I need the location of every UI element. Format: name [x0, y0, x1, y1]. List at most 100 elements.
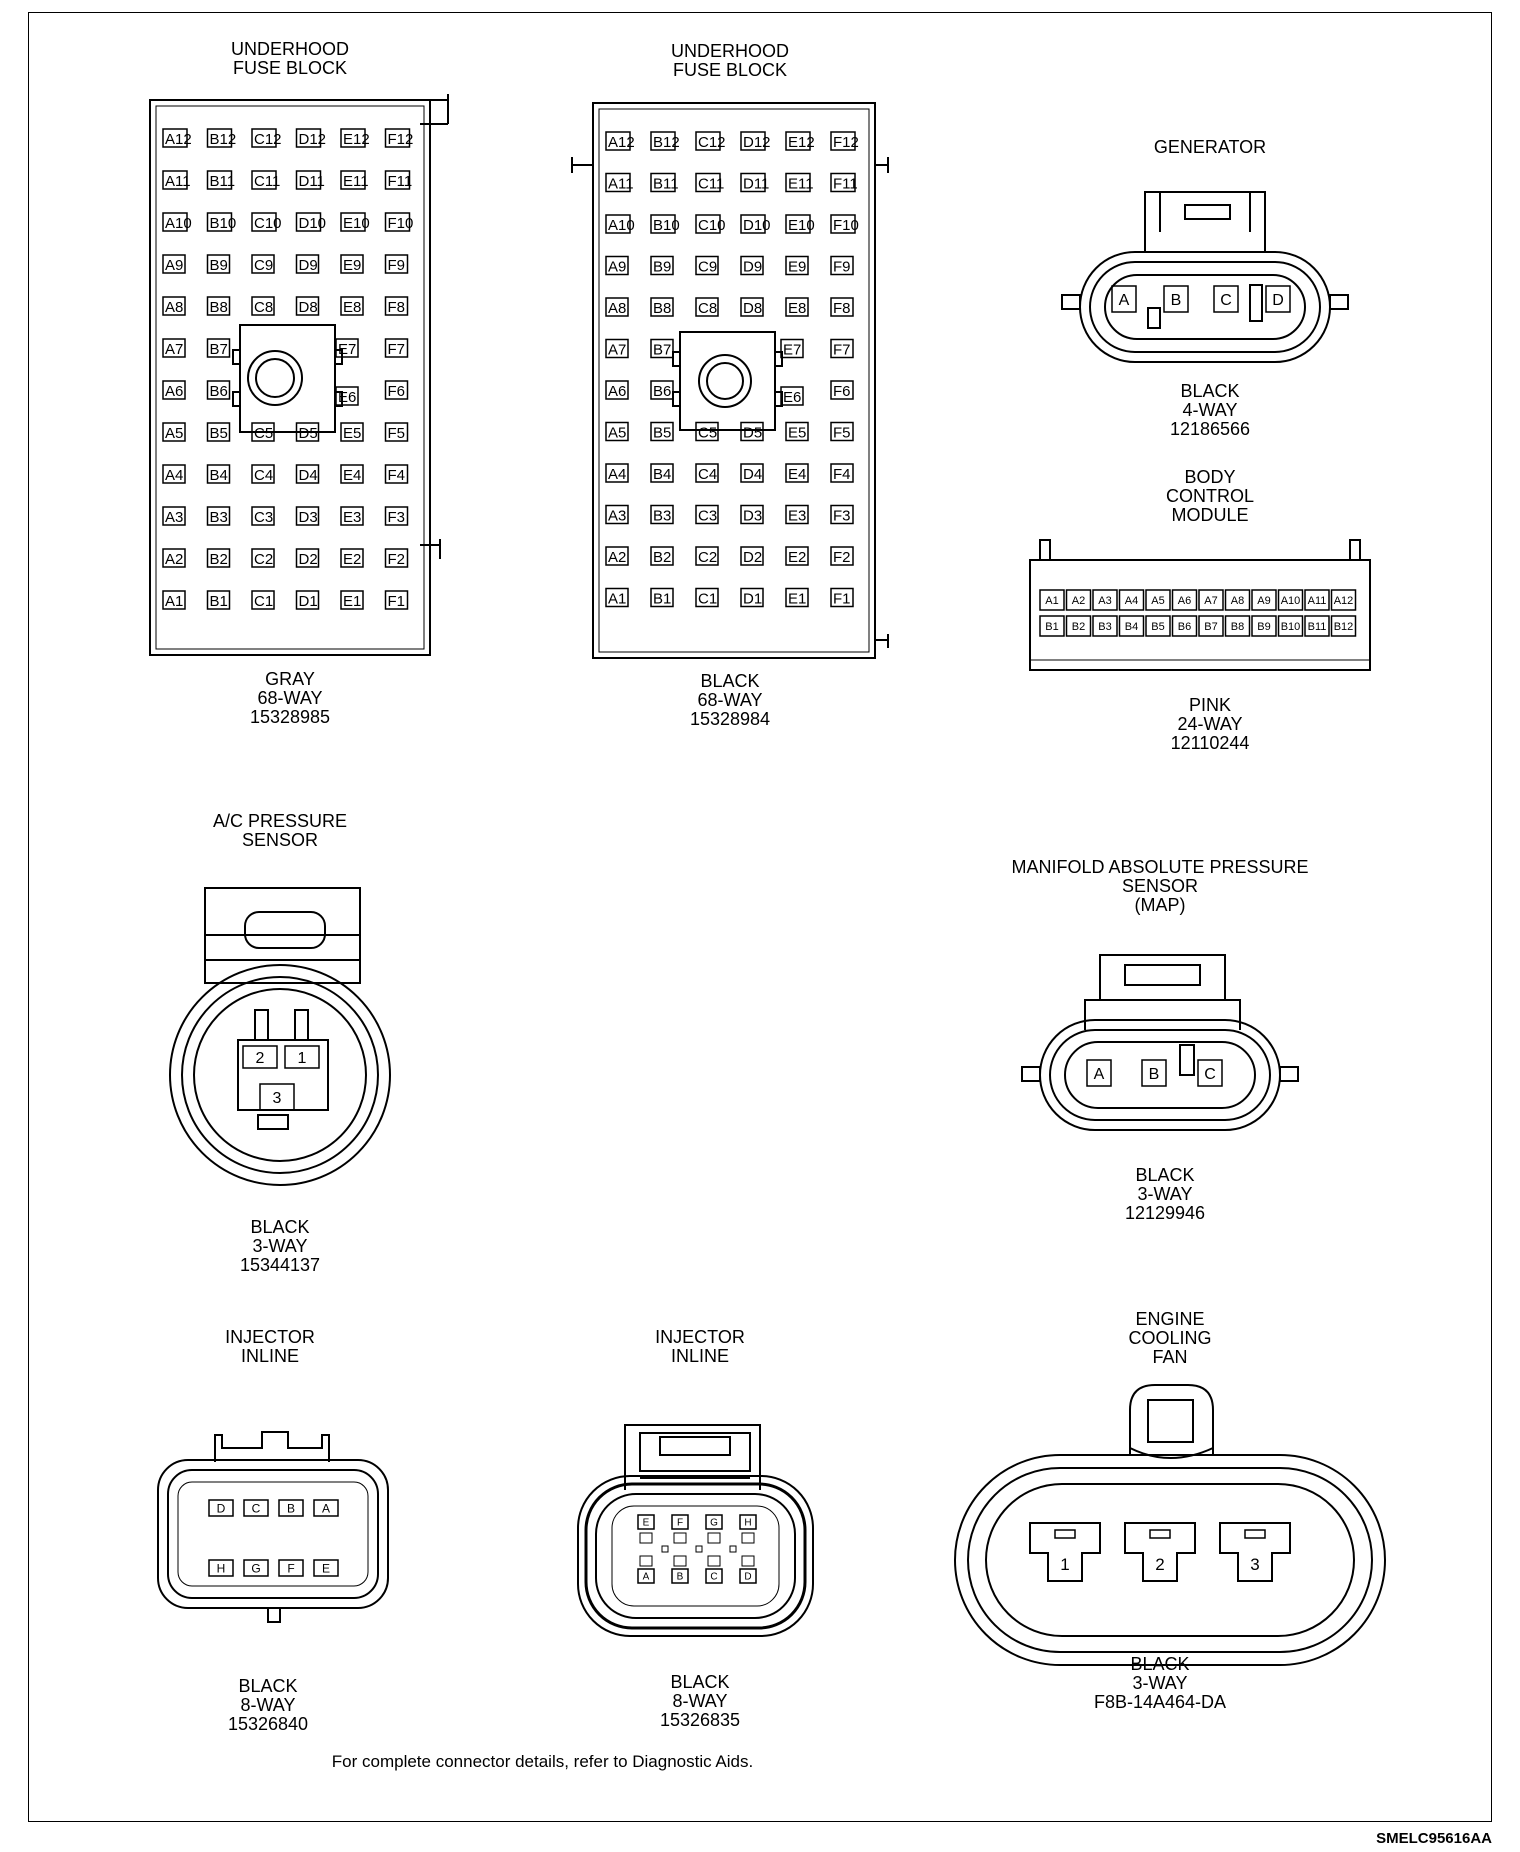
svg-text:E11: E11: [343, 173, 369, 190]
cavity-C2: C2: [695, 546, 719, 566]
svg-text:A12: A12: [608, 134, 635, 151]
svg-text:D10: D10: [743, 217, 771, 234]
cavity-A2: A2: [162, 548, 186, 568]
svg-text:2: 2: [1155, 1555, 1164, 1574]
svg-text:C12: C12: [698, 134, 726, 151]
bcm-pin-A3: A3: [1092, 589, 1118, 611]
cavity-E12: E12: [785, 131, 815, 151]
cavity-B4: B4: [206, 464, 231, 484]
cavity-E6: E6: [780, 386, 804, 406]
cavity-B10: B10: [650, 214, 680, 234]
cavity-B3: B3: [206, 506, 231, 526]
cavity-F6: F6: [384, 380, 409, 400]
svg-text:A12: A12: [165, 131, 192, 148]
bcm-pin-A10: A10: [1277, 589, 1304, 611]
svg-text:F8: F8: [833, 300, 851, 317]
cavity-B9: B9: [650, 255, 674, 276]
generator-pin-A: A: [1111, 285, 1137, 313]
svg-text:B7: B7: [1204, 621, 1217, 633]
svg-text:C4: C4: [254, 467, 273, 484]
svg-text:F7: F7: [833, 342, 851, 359]
svg-text:D5: D5: [743, 425, 762, 442]
svg-text:D: D: [217, 1501, 226, 1515]
svg-text:C3: C3: [698, 508, 717, 525]
cavity-D11: D11: [295, 170, 325, 190]
svg-text:2: 2: [256, 1050, 265, 1067]
svg-text:F10: F10: [388, 215, 414, 232]
svg-text:A: A: [1094, 1066, 1105, 1083]
cavity-A7: A7: [605, 338, 629, 359]
cavity-E7: E7: [335, 338, 359, 358]
cavity-D12: D12: [295, 128, 326, 148]
svg-text:A6: A6: [165, 383, 183, 400]
cavity-D4: D4: [295, 464, 320, 484]
svg-text:D: D: [1272, 292, 1284, 309]
cavity-D4: D4: [740, 463, 764, 483]
inj2-pin-E: E: [637, 1514, 655, 1530]
svg-text:A4: A4: [1125, 595, 1138, 607]
svg-text:B8: B8: [653, 300, 671, 317]
cavity-F5: F5: [830, 421, 854, 442]
svg-text:C11: C11: [698, 176, 724, 193]
cavity-A8: A8: [162, 296, 186, 316]
generator-housing: [1061, 191, 1349, 363]
svg-text:C3: C3: [254, 509, 273, 526]
svg-text:E8: E8: [343, 299, 361, 316]
svg-text:E10: E10: [343, 215, 370, 232]
svg-text:B3: B3: [210, 509, 228, 526]
svg-text:D4: D4: [743, 466, 762, 483]
bcm-pin-B6: B6: [1171, 615, 1198, 637]
svg-text:C1: C1: [698, 591, 717, 608]
cavity-E5: E5: [785, 421, 809, 442]
svg-text:E8: E8: [788, 300, 806, 317]
svg-text:F9: F9: [833, 259, 851, 276]
cavity-C11: C11: [695, 172, 724, 193]
svg-text:B10: B10: [1281, 621, 1301, 633]
cavity-F8: F8: [830, 297, 854, 317]
generator-pin-C: C: [1213, 285, 1239, 313]
cavity-F3: F3: [384, 506, 409, 526]
cavity-B2: B2: [650, 546, 674, 566]
cavity-A3: A3: [162, 506, 186, 526]
bcm-pin-A9: A9: [1251, 589, 1277, 611]
cavity-C8: C8: [695, 297, 719, 317]
cavity-D3: D3: [295, 506, 320, 526]
cavity-C9: C9: [695, 255, 719, 276]
svg-text:A10: A10: [165, 215, 192, 232]
svg-text:G: G: [710, 1518, 718, 1529]
cavity-B4: B4: [650, 463, 674, 483]
svg-text:E2: E2: [343, 551, 361, 568]
svg-text:A1: A1: [608, 591, 626, 608]
cavity-E2: E2: [340, 548, 364, 568]
svg-text:A4: A4: [608, 466, 626, 483]
cavity-F7: F7: [830, 338, 854, 359]
inj2-pin-D: D: [739, 1568, 757, 1584]
svg-text:F12: F12: [388, 131, 414, 148]
svg-text:A5: A5: [1151, 595, 1164, 607]
cavity-D5: D5: [295, 422, 320, 442]
cavity-F2: F2: [384, 548, 409, 568]
svg-text:E11: E11: [788, 176, 814, 193]
ac-pin-1: 1: [284, 1045, 320, 1069]
bcm-pin-A8: A8: [1224, 589, 1251, 611]
svg-text:H: H: [744, 1518, 751, 1529]
engine-cooling-fan-housing: [954, 1384, 1386, 1666]
cavity-A11: A11: [162, 170, 191, 190]
svg-text:A3: A3: [165, 509, 183, 526]
cavity-B1: B1: [650, 587, 674, 608]
svg-text:1: 1: [298, 1050, 307, 1067]
svg-text:E12: E12: [343, 131, 370, 148]
svg-text:D11: D11: [299, 173, 325, 190]
cavity-A12: A12: [162, 128, 192, 148]
cavity-F8: F8: [384, 296, 409, 316]
injector-inline-1-housing: [157, 1431, 389, 1623]
svg-text:G: G: [251, 1561, 260, 1575]
cavity-E4: E4: [785, 463, 809, 483]
cavity-A5: A5: [605, 421, 629, 442]
injector-inline-2-housing: [577, 1424, 814, 1637]
